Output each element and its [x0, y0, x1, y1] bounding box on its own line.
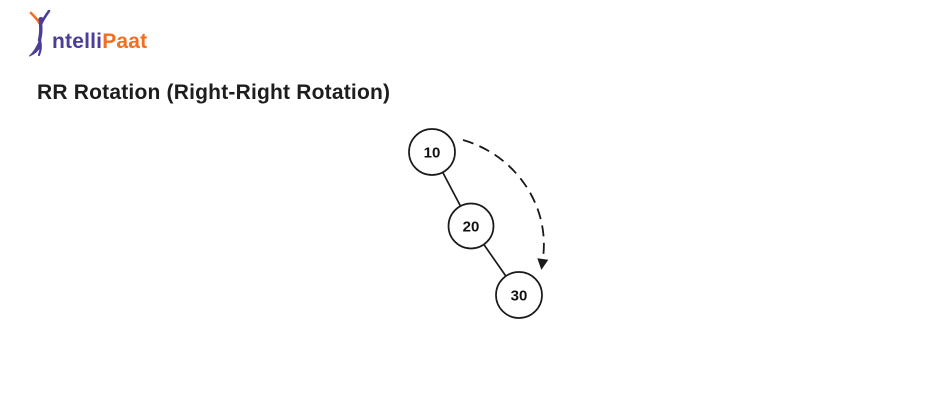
tree-node-label: 30 [511, 288, 528, 305]
tree-node-label: 10 [424, 145, 441, 162]
rotation-arrow-head-icon [537, 258, 549, 270]
tree-node-label: 20 [463, 219, 480, 236]
person-figure-icon [29, 10, 51, 57]
tree-node-10: 10 [408, 128, 456, 176]
logo-wordmark: ntelliPaat [52, 31, 147, 52]
rotation-direction-arrow [462, 139, 545, 259]
page-title: RR Rotation (Right-Right Rotation) [37, 81, 391, 104]
tree-node-circle [447, 202, 495, 250]
tree-node-circle [408, 128, 456, 176]
logo-text-primary: ntelli [52, 30, 103, 53]
logo-text-secondary: Paat [102, 30, 148, 53]
tree-node-circle [495, 271, 543, 319]
avl-tree-diagram: 10 20 30 [408, 128, 549, 319]
intellipaat-logo: ntelliPaat [28, 10, 147, 58]
tree-node-30: 30 [495, 271, 543, 319]
tree-node-20: 20 [447, 202, 495, 250]
